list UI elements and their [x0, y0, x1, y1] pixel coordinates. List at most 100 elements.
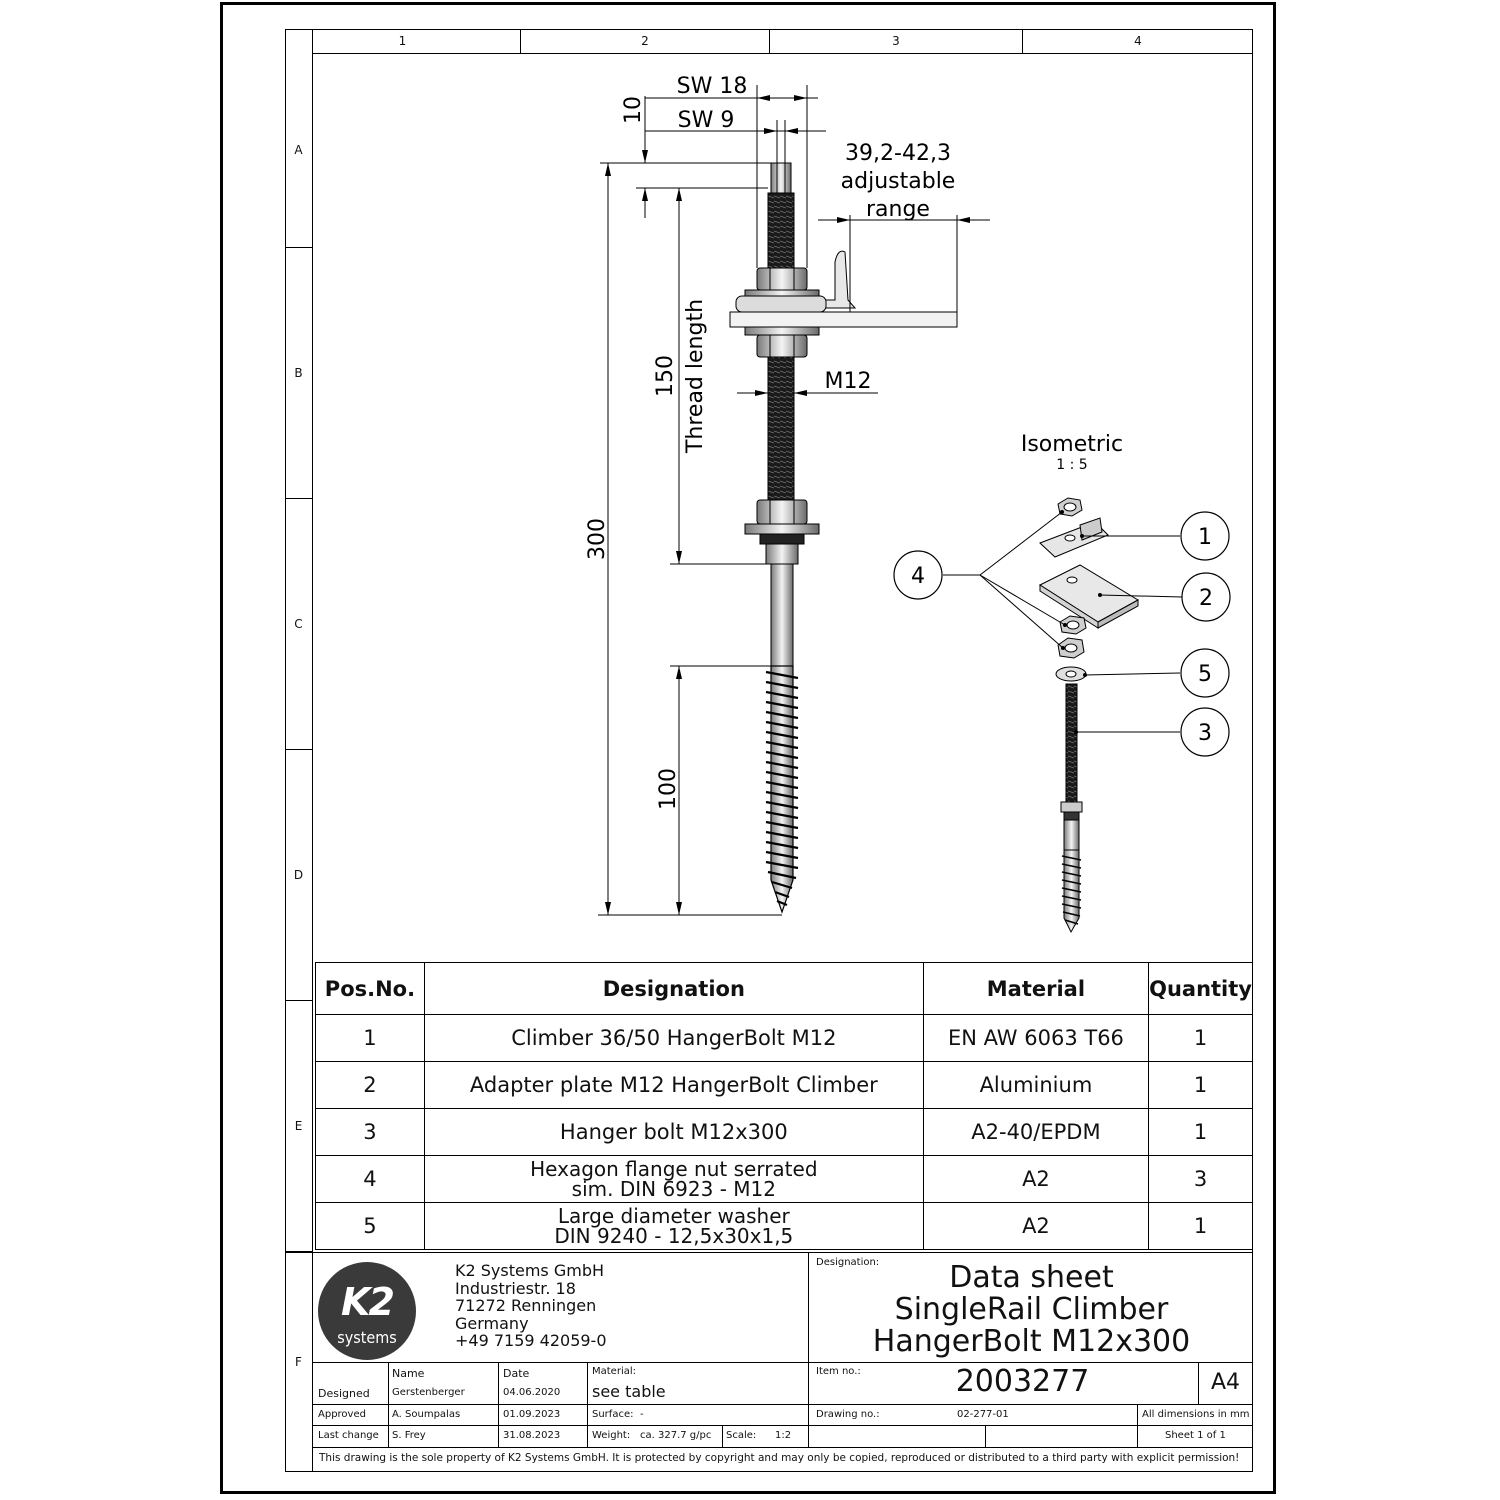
zone-side-line — [312, 29, 313, 1472]
company-name: K2 Systems GmbH — [455, 1261, 605, 1280]
cell-pos: 4 — [315, 1155, 425, 1203]
cell-designation: Climber 36/50 HangerBolt M12 — [423, 1014, 924, 1062]
tb-col-line — [388, 1362, 389, 1447]
weight-label: Weight: — [592, 1430, 631, 1441]
tb-col-line — [498, 1362, 499, 1447]
material-label: Material: — [592, 1366, 636, 1377]
last-change-name: S. Frey — [392, 1430, 426, 1441]
last-change-label: Last change — [318, 1430, 379, 1441]
cell-material: EN AW 6063 T66 — [922, 1014, 1150, 1062]
tb-col-line — [722, 1425, 723, 1447]
scale-value: 1:2 — [775, 1430, 792, 1441]
cell-qty: 1 — [1148, 1108, 1253, 1156]
table-row: 2 Adapter plate M12 HangerBolt Climber A… — [315, 1061, 1253, 1109]
cell-designation-line2: DIN 9240 - 12,5x30x1,5 — [554, 1224, 794, 1248]
dim-range-line2: range — [866, 197, 930, 222]
surface-value: - — [640, 1409, 644, 1420]
header-quantity: Quantity — [1148, 962, 1253, 1015]
header-designation: Designation — [423, 962, 924, 1015]
dim-sw18: SW 18 — [677, 74, 748, 99]
zone-row-c: C — [285, 499, 312, 750]
surface-label: Surface: — [592, 1409, 634, 1420]
parts-table: Pos.No. Designation Material Quantity 1 … — [315, 962, 1253, 1250]
sheet-border — [220, 2, 1276, 1494]
company-address: K2 Systems GmbH Industriestr. 18 71272 R… — [455, 1262, 607, 1350]
balloon-5: 5 — [1198, 662, 1212, 687]
drawing-no-value: 02-277-01 — [957, 1409, 1009, 1420]
company-street: Industriestr. 18 — [455, 1278, 576, 1298]
titleblock-row-line2 — [312, 1404, 1253, 1405]
titleblock-divider — [808, 1252, 809, 1448]
dim-range-value: 39,2-42,3 — [845, 141, 951, 166]
cell-material: Aluminium — [922, 1061, 1150, 1109]
paper-format: A4 — [1210, 1370, 1241, 1395]
dim-thread-length: Thread length — [683, 299, 708, 454]
cell-material: A2 — [922, 1202, 1150, 1250]
balloon-1: 1 — [1198, 525, 1212, 550]
titleblock-top-line — [285, 1252, 1253, 1253]
balloon-2: 2 — [1199, 586, 1213, 611]
parts-table-header: Pos.No. Designation Material Quantity — [315, 962, 1253, 1015]
item-no-label: Item no.: — [816, 1366, 861, 1377]
screw-thread-lines — [765, 670, 799, 907]
copyright-notice: This drawing is the sole property of K2 … — [319, 1452, 1240, 1464]
dimension-arrows — [605, 95, 970, 915]
name-header: Name — [392, 1367, 425, 1380]
iso-scale: 1 : 5 — [1056, 457, 1087, 473]
dim-100: 100 — [656, 768, 681, 810]
drawing-title: Data sheet SingleRail Climber HangerBolt… — [810, 1262, 1253, 1358]
designation-label: Designation: — [816, 1257, 880, 1268]
logo-systems-text: systems — [337, 1328, 397, 1347]
scale-label: Scale: — [726, 1430, 757, 1441]
zone-row-e: E — [285, 1001, 312, 1252]
balloon-3: 3 — [1198, 721, 1212, 746]
designed-name: Gerstenberger — [392, 1387, 465, 1398]
zone-header-line — [312, 53, 1253, 54]
last-change-date: 31.08.2023 — [503, 1430, 561, 1441]
zone-row-b: B — [285, 248, 312, 499]
title-line1: Data sheet — [949, 1260, 1114, 1295]
approved-name: A. Soumpalas — [392, 1409, 461, 1420]
cell-designation-line2: sim. DIN 6923 - M12 — [571, 1177, 776, 1201]
balloons — [893, 511, 1231, 757]
cell-designation: Hanger bolt M12x300 — [423, 1108, 924, 1156]
zone-row-d: D — [285, 750, 312, 1001]
dim-300: 300 — [585, 518, 610, 560]
cell-pos: 2 — [315, 1061, 425, 1109]
table-row: 1 Climber 36/50 HangerBolt M12 EN AW 606… — [315, 1014, 1253, 1062]
company-country: Germany — [455, 1313, 529, 1333]
titleblock-row-line1 — [312, 1362, 1253, 1363]
table-row: 5 Large diameter washer DIN 9240 - 12,5x… — [315, 1202, 1253, 1250]
table-row: 4 Hexagon flange nut serrated sim. DIN 6… — [315, 1155, 1253, 1203]
zone-col-2: 2 — [521, 29, 770, 53]
material-value: see table — [592, 1382, 666, 1401]
title-line3: HangerBolt M12x300 — [872, 1324, 1191, 1359]
approved-date: 01.09.2023 — [503, 1409, 561, 1420]
tb-col-line — [587, 1362, 588, 1447]
isometric-assembly — [1038, 497, 1140, 934]
date-header: Date — [503, 1367, 530, 1380]
cell-designation: Large diameter washer DIN 9240 - 12,5x30… — [423, 1202, 924, 1250]
sheet-number: Sheet 1 of 1 — [1165, 1430, 1226, 1441]
header-material: Material — [922, 962, 1150, 1015]
leader-lines — [943, 511, 1183, 733]
cell-pos: 3 — [315, 1108, 425, 1156]
zone-row-a: A — [285, 53, 312, 248]
tb-col-line — [985, 1425, 986, 1447]
cell-pos: 1 — [315, 1014, 425, 1062]
dim-m12: M12 — [825, 369, 872, 394]
dim-150: 150 — [653, 355, 678, 397]
dim-range-line1: adjustable — [841, 169, 956, 194]
titleblock-row-line3 — [312, 1425, 1253, 1426]
cell-designation-line1: Hexagon flange nut serrated — [530, 1157, 818, 1181]
units-note: All dimensions in mm — [1142, 1409, 1250, 1420]
k2-logo: K2 systems — [318, 1262, 416, 1360]
designed-label: Designed — [318, 1387, 370, 1400]
company-phone: +49 7159 42059-0 — [455, 1331, 607, 1350]
zone-col-3: 3 — [770, 29, 1023, 53]
cell-material: A2 — [922, 1155, 1150, 1203]
cell-designation-line1: Large diameter washer — [557, 1204, 790, 1228]
iso-screw-thread — [1061, 855, 1082, 925]
designed-date: 04.06.2020 — [503, 1387, 561, 1398]
balloon-4: 4 — [911, 564, 925, 589]
